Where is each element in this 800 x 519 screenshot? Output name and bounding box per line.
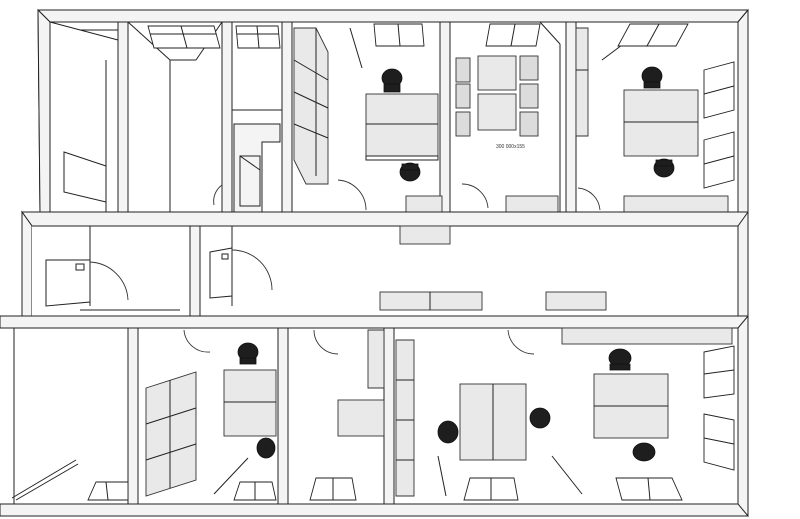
whiteboard	[209, 247, 233, 299]
partition-wall	[277, 327, 289, 505]
door-swing	[213, 184, 223, 206]
light-fixture	[213, 457, 249, 495]
door-swing	[337, 179, 367, 211]
office-chair	[653, 158, 675, 178]
chair-row-right	[519, 55, 539, 137]
chair-row-left	[455, 57, 471, 137]
partition-wall	[281, 21, 293, 213]
bench	[545, 291, 607, 311]
side-table	[337, 399, 385, 437]
door-swing	[231, 249, 273, 291]
wall-window	[703, 345, 735, 471]
skylight-window	[147, 25, 221, 49]
floor-window	[309, 477, 357, 501]
partition-wall	[127, 327, 139, 505]
door-swing	[461, 183, 489, 209]
wall-cabinet	[561, 327, 733, 345]
shelving-unit	[395, 339, 415, 497]
door-swing	[507, 329, 535, 355]
shelving-unit	[367, 329, 385, 389]
meeting-table	[477, 55, 517, 131]
desk	[223, 369, 277, 437]
partition-wall	[221, 21, 233, 213]
partition-wall	[383, 327, 395, 505]
skylight-window	[235, 25, 281, 49]
door-swing	[313, 329, 339, 355]
office-chair	[237, 342, 259, 365]
floor-window	[233, 481, 277, 501]
filing-cabinet	[145, 371, 197, 497]
desk	[459, 383, 527, 461]
door-swing	[577, 187, 601, 211]
partition-wall	[439, 21, 451, 213]
desk	[593, 373, 669, 439]
partition-wall	[117, 21, 129, 213]
floor-window	[615, 477, 683, 501]
wall-window	[703, 61, 735, 189]
shelving-unit	[293, 27, 329, 185]
partition-wall	[565, 21, 577, 213]
skylight-window	[373, 23, 425, 47]
corridor	[21, 210, 749, 317]
skylight-window	[617, 23, 689, 47]
light-fixture	[11, 459, 77, 499]
bottom-wing	[0, 314, 749, 518]
door-swing	[89, 261, 129, 301]
top-wing: 300 000x155	[37, 8, 749, 213]
desk	[623, 89, 699, 157]
door-swing	[183, 329, 211, 353]
skylight-window	[485, 23, 541, 47]
office-chair	[529, 407, 551, 429]
floor-window	[87, 481, 129, 501]
plan-annotation: 300 000x155	[496, 144, 525, 150]
office-chair	[381, 68, 403, 93]
floor-window	[463, 477, 519, 501]
light-fixture	[349, 27, 363, 69]
shelving-unit	[575, 27, 589, 137]
bench	[379, 291, 483, 311]
office-chair	[399, 162, 421, 182]
office-chair	[608, 348, 632, 371]
partition-wall	[189, 225, 201, 317]
office-chair	[437, 420, 459, 444]
desk	[365, 93, 439, 161]
whiteboard	[45, 259, 91, 307]
light-fixture	[551, 455, 583, 495]
office-chair	[632, 442, 656, 462]
office-chair	[256, 437, 276, 459]
office-chair	[641, 66, 663, 89]
light-fixture	[437, 455, 447, 497]
